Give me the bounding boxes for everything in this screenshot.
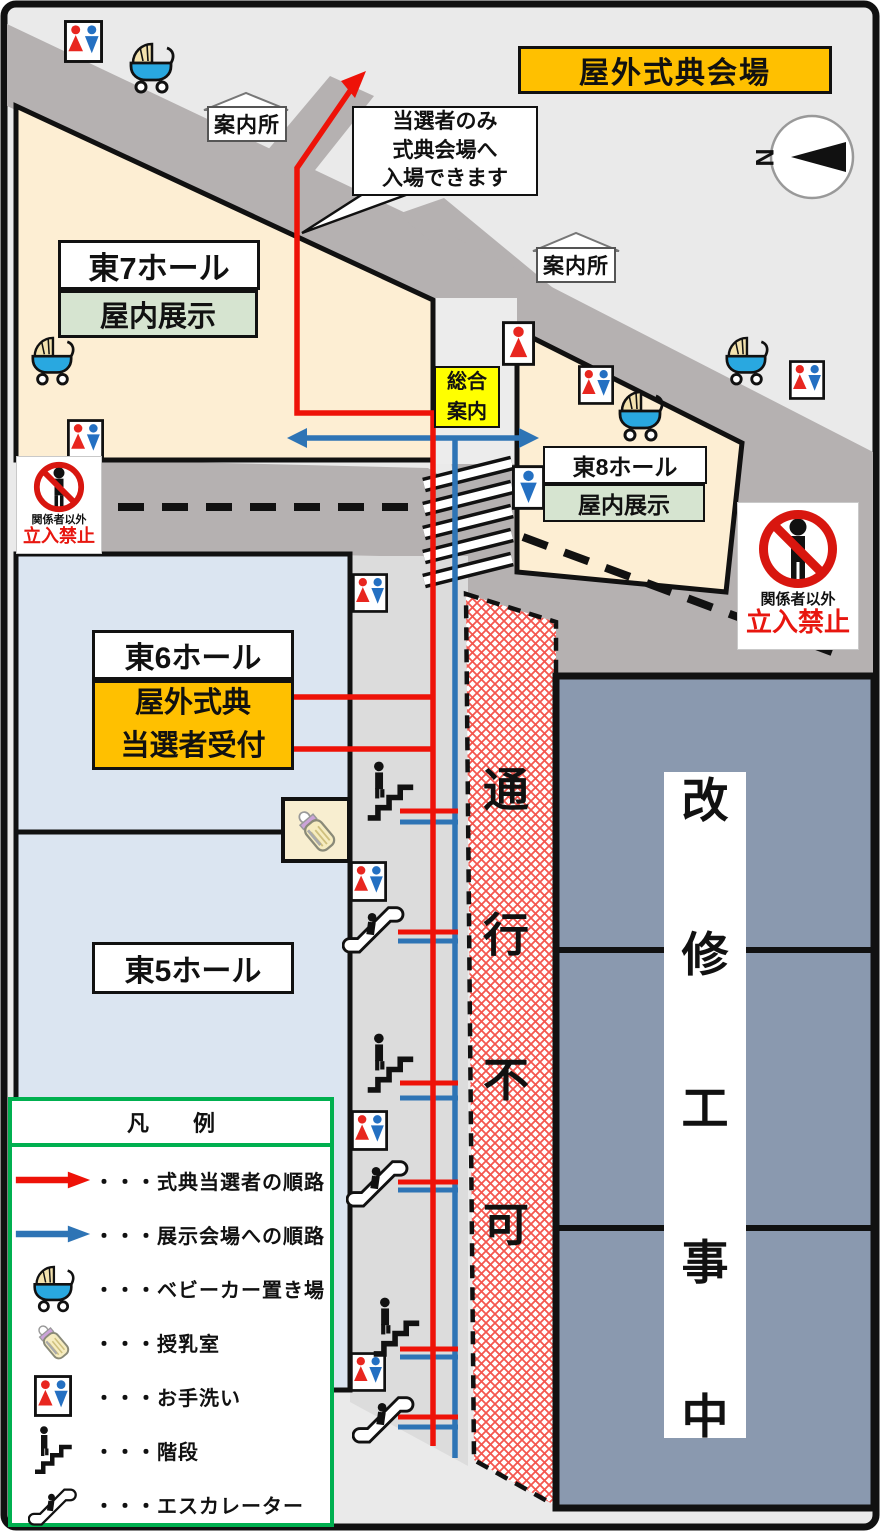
closed-path-vertical-text: 通 行 不 可	[483, 764, 529, 1251]
toilet-icon	[789, 360, 825, 400]
red-route	[292, 86, 458, 1446]
hall-east5-label: 東5ホール	[92, 942, 294, 994]
blue-arrow-icon	[14, 1224, 92, 1244]
toilet-women-icon	[502, 321, 535, 366]
blue-arrowhead-left	[287, 428, 307, 448]
legend-item-blue-route: ・・・展示会場への順路	[12, 1207, 330, 1261]
construction-area	[552, 672, 878, 1512]
construction-vertical-text: 改 修 工 事 中	[681, 774, 729, 1443]
winners-only-callout: 当選者のみ 式典会場へ 入場できます	[352, 106, 538, 196]
stroller-icon	[127, 40, 175, 94]
no-entry-text-1: 関係者以外	[760, 591, 836, 608]
stroller-icon	[31, 1263, 75, 1313]
legend-item-escalator: ・・・エスカレーター	[12, 1477, 330, 1531]
blue-arrowhead-right	[519, 428, 539, 448]
hall-east7-label: 東7ホール	[58, 240, 260, 290]
toilet-icon	[34, 1375, 72, 1417]
info-desk-sign: 案内所	[207, 106, 287, 142]
hall-east8-label: 東8ホール	[543, 446, 707, 484]
toilet-men-icon	[512, 465, 545, 510]
no-entry-text-2: 立入禁止	[745, 607, 850, 638]
escalator-icon	[28, 1482, 78, 1526]
compass	[769, 114, 855, 200]
ceremony-winner-reception-label: 屋外式典 当選者受付	[92, 680, 294, 770]
blue-route	[302, 435, 524, 1458]
legend-item-stairs: ・・・階段	[12, 1423, 330, 1477]
legend: 凡 例 ・・・式典当選者の順路 ・・・展示会場への順路 ・・・ベビーカー置き場 …	[8, 1097, 334, 1527]
outdoor-ceremony-venue-banner: 屋外式典会場	[518, 46, 832, 94]
toilet-icon	[352, 573, 388, 613]
compass-north-label: N	[751, 148, 780, 167]
legend-title: 凡 例	[12, 1101, 330, 1147]
legend-item-stroller: ・・・ベビーカー置き場	[12, 1261, 330, 1315]
stairs-icon	[370, 1294, 422, 1360]
toilet-icon	[350, 861, 387, 902]
no-entry-text-2: 立入禁止	[23, 525, 95, 546]
stroller-icon	[723, 334, 769, 386]
stroller-icon	[29, 334, 75, 386]
no-entry-sign: 関係者以外 立入禁止	[16, 456, 102, 554]
hall-east7-type-label: 屋内展示	[58, 290, 258, 338]
stairs-icon	[364, 758, 416, 824]
stairs-icon	[32, 1425, 74, 1475]
hall-east6-area	[13, 551, 353, 835]
hall-east6-label: 東6ホール	[92, 630, 294, 680]
legend-item-toilet: ・・・お手洗い	[12, 1369, 330, 1423]
stroller-icon	[616, 388, 664, 442]
escalator-icon	[342, 898, 406, 954]
no-entry-text-1: 関係者以外	[31, 514, 87, 526]
escalator-icon	[346, 1152, 410, 1208]
hall-east8-type-label: 屋内展示	[543, 484, 705, 522]
legend-item-nursing-room: ・・・授乳室	[12, 1315, 330, 1369]
toilet-icon	[64, 20, 103, 63]
baby-bottle-icon	[32, 1321, 74, 1363]
stairs-icon	[364, 1030, 416, 1096]
red-arrowhead	[341, 71, 366, 98]
no-entry-icon	[756, 507, 840, 591]
crosswalk	[422, 455, 514, 589]
general-information-sign: 総合 案内	[434, 366, 500, 428]
baby-bottle-icon	[291, 806, 341, 856]
toilet-icon	[67, 419, 104, 460]
escalator-icon	[352, 1388, 416, 1444]
red-arrow-icon	[14, 1170, 92, 1190]
closed-path-area	[463, 590, 559, 1510]
nursing-room-box	[281, 797, 351, 863]
info-desk-sign: 案内所	[536, 247, 616, 283]
toilet-icon	[578, 365, 614, 405]
no-entry-icon	[32, 460, 86, 514]
no-entry-sign: 関係者以外 立入禁止	[737, 502, 859, 650]
legend-item-red-route: ・・・式典当選者の順路	[12, 1153, 330, 1207]
toilet-icon	[351, 1110, 388, 1151]
